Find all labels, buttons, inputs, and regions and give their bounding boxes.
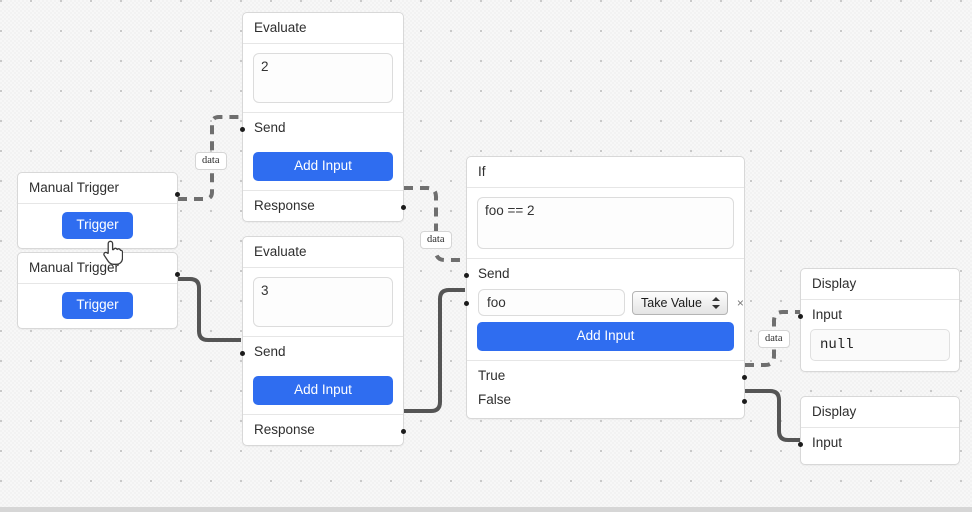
- node-manual-trigger-2-title: Manual Trigger: [18, 253, 177, 284]
- display-1-value-section: null: [801, 327, 959, 371]
- evaluate-2-add-input-section: Add Input: [243, 367, 403, 415]
- if-condition-input[interactable]: [477, 197, 734, 249]
- display-2-input-row: Input: [798, 428, 959, 464]
- display-1-input-row: Input: [798, 300, 959, 327]
- node-evaluate-2[interactable]: Evaluate Send Add Input Response: [240, 236, 406, 446]
- evaluate-2-add-input-button[interactable]: Add Input: [253, 376, 393, 405]
- evaluate-2-send-port[interactable]: [240, 351, 245, 356]
- if-true-label: True: [478, 368, 506, 383]
- evaluate-1-send-label: Send: [254, 120, 286, 135]
- if-input-remove-button[interactable]: ×: [736, 295, 744, 310]
- node-manual-trigger-1-title: Manual Trigger: [18, 173, 177, 204]
- if-input-mode-select[interactable]: Take Value: [632, 290, 728, 315]
- evaluate-1-expression-input[interactable]: [253, 53, 393, 103]
- edge-label-data-2: data: [420, 231, 452, 249]
- node-if-title: If: [467, 157, 744, 188]
- evaluate-1-add-input-section: Add Input: [243, 143, 403, 191]
- node-display-2[interactable]: Display Input: [798, 396, 960, 465]
- manual-trigger-1-body: Trigger: [18, 192, 180, 248]
- node-evaluate-1[interactable]: Evaluate Send Add Input Response: [240, 12, 406, 222]
- if-foo-input-port[interactable]: [464, 301, 469, 306]
- evaluate-1-response-port[interactable]: [401, 205, 406, 210]
- node-manual-trigger-1[interactable]: Manual Trigger Trigger: [17, 172, 180, 249]
- display-2-input-label: Input: [812, 435, 843, 450]
- node-evaluate-2-title: Evaluate: [243, 237, 403, 268]
- display-1-input-label: Input: [812, 307, 843, 322]
- if-send-label: Send: [478, 266, 510, 281]
- evaluate-1-add-input-button[interactable]: Add Input: [253, 152, 393, 181]
- if-send-row: Send: [464, 259, 744, 285]
- if-false-port[interactable]: [742, 399, 747, 404]
- display-1-input-port[interactable]: [798, 314, 803, 319]
- node-evaluate-1-title: Evaluate: [243, 13, 403, 44]
- if-send-section: Send Take Value × Add Input: [464, 259, 744, 361]
- if-true-row: True: [467, 361, 747, 388]
- if-add-input-button[interactable]: Add Input: [477, 322, 734, 351]
- horizontal-scrollbar[interactable]: [0, 507, 972, 512]
- evaluate-1-response-row: Response: [243, 191, 406, 221]
- if-false-row: False: [467, 388, 747, 418]
- evaluate-2-response-row: Response: [243, 415, 406, 445]
- node-display-2-title: Display: [801, 397, 959, 428]
- if-input-row: Take Value ×: [464, 285, 744, 322]
- node-evaluate-2-expression-section: [243, 268, 403, 337]
- if-input-mode-value: Take Value: [641, 295, 702, 310]
- evaluate-2-response-label: Response: [254, 422, 315, 437]
- edge-trigger2-evaluate2: [178, 277, 241, 342]
- if-false-label: False: [478, 392, 512, 407]
- edge-evaluate2-if-foo: [404, 288, 465, 413]
- evaluate-1-send-row: Send: [240, 113, 403, 143]
- edge-if-false-display2: [745, 389, 800, 442]
- display-2-input-port[interactable]: [798, 442, 803, 447]
- stepper-arrows-icon: [711, 296, 720, 310]
- manual-trigger-2-out-port[interactable]: [175, 272, 180, 277]
- evaluate-1-response-label: Response: [254, 198, 315, 213]
- if-send-port[interactable]: [464, 273, 469, 278]
- edge-evaluate1-if-send: [404, 186, 465, 262]
- node-evaluate-1-expression-section: [243, 44, 403, 113]
- manual-trigger-2-button[interactable]: Trigger: [62, 292, 133, 319]
- evaluate-2-response-port[interactable]: [401, 429, 406, 434]
- node-if[interactable]: If Send Take Value × Add I: [464, 156, 747, 419]
- edge-label-data-3: data: [758, 330, 790, 348]
- node-display-1-title: Display: [801, 269, 959, 300]
- if-input-name-field[interactable]: [478, 289, 625, 316]
- evaluate-2-send-row: Send: [240, 337, 403, 367]
- manual-trigger-1-out-port[interactable]: [175, 192, 180, 197]
- evaluate-2-expression-input[interactable]: [253, 277, 393, 327]
- evaluate-2-send-label: Send: [254, 344, 286, 359]
- manual-trigger-2-body: Trigger: [18, 272, 180, 328]
- node-display-1[interactable]: Display Input null: [798, 268, 960, 372]
- node-if-condition-section: [467, 188, 744, 259]
- evaluate-1-send-port[interactable]: [240, 127, 245, 132]
- node-manual-trigger-2[interactable]: Manual Trigger Trigger: [17, 252, 180, 329]
- manual-trigger-1-button[interactable]: Trigger: [62, 212, 133, 239]
- if-true-port[interactable]: [742, 375, 747, 380]
- edge-label-data-1: data: [195, 152, 227, 170]
- display-1-value: null: [810, 329, 950, 361]
- if-add-input-section: Add Input: [467, 322, 744, 360]
